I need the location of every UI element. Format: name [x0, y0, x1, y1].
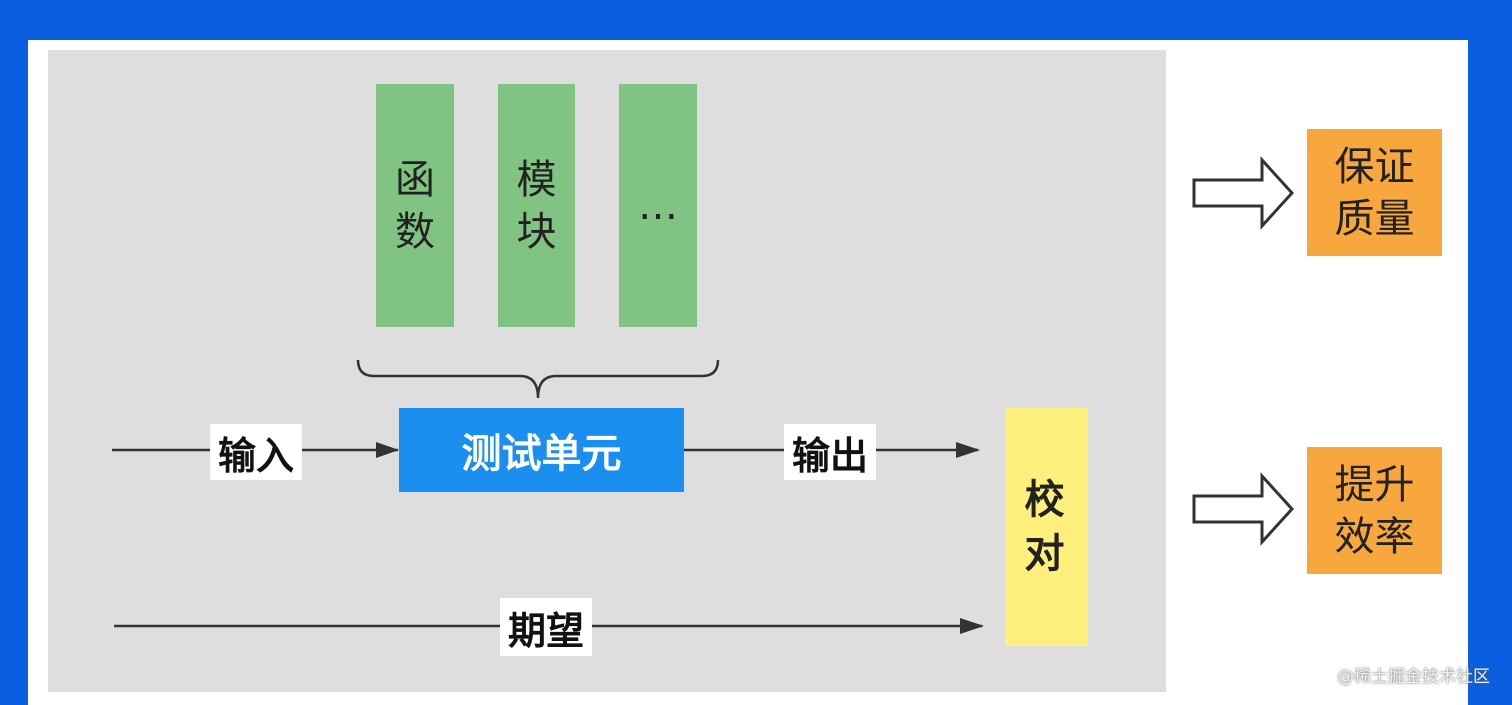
unit-label-more: …: [638, 182, 678, 229]
result-box-efficiency: 提升效率: [1307, 447, 1442, 574]
input-label: 输入: [210, 424, 302, 480]
check-box: 校对: [1005, 408, 1088, 646]
unit-label-module: 模块: [516, 156, 557, 255]
result-label-efficiency: 提升效率: [1334, 461, 1415, 560]
unit-box-more: …: [619, 84, 697, 327]
output-label: 输出: [784, 424, 876, 480]
expect-label: 期望: [500, 598, 592, 656]
test-unit-box: 测试单元: [399, 408, 684, 492]
unit-label-function: 函数: [395, 156, 435, 255]
unit-box-function: 函数: [376, 84, 454, 327]
grouping-brace: [356, 359, 720, 399]
result-box-quality: 保证质量: [1307, 129, 1442, 256]
check-label: 校对: [1024, 477, 1065, 577]
watermark: @稀土掘金技术社区: [1337, 667, 1490, 687]
hollow-arrow-icon: [1192, 156, 1295, 230]
hollow-arrow-icon: [1192, 472, 1295, 546]
unit-box-module: 模块: [498, 84, 575, 327]
result-label-quality: 保证质量: [1334, 143, 1415, 242]
diagram-panel: [48, 50, 1166, 692]
